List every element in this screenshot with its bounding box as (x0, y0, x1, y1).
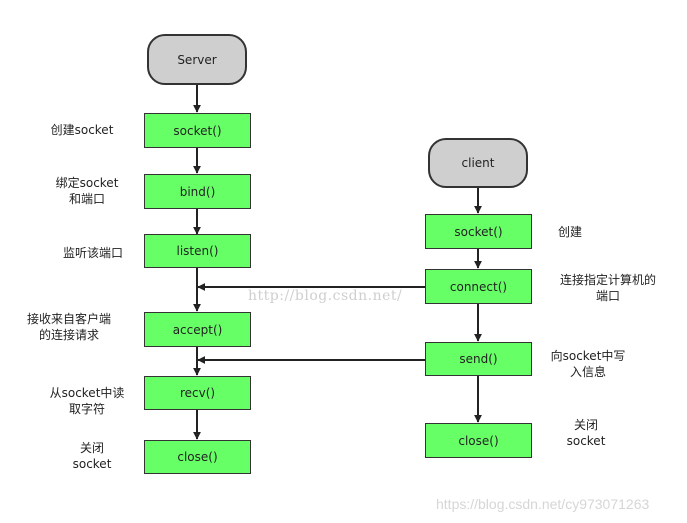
note-accept-connection: 接收来自客户端的连接请求 (26, 312, 111, 342)
server-accept-box: accept() (144, 312, 251, 347)
note-connect-port: 连接指定计算机的端口 (559, 273, 656, 303)
note-listen-port: 监听该端口 (62, 246, 123, 260)
watermark-corner: https://blog.csdn.net/cy973071263 (436, 496, 650, 512)
watermark-center: http://blog.csdn.net/ (248, 288, 403, 304)
client-connect-box: connect() (425, 269, 532, 304)
server-recv-box: recv() (144, 376, 251, 410)
client-start: client (428, 138, 528, 188)
server-close-box: close() (144, 440, 251, 474)
client-close-box: close() (425, 423, 532, 458)
note-read-from-socket: 从socket中读取字符 (49, 386, 125, 416)
note-write-to-socket: 向socket中写入信息 (550, 349, 626, 379)
server-start: Server (147, 34, 247, 85)
note-create-client: 创建 (557, 225, 582, 239)
client-socket-box: socket() (425, 214, 532, 249)
client-send-box: send() (425, 342, 532, 376)
server-bind-box: bind() (144, 174, 251, 209)
server-socket-box: socket() (144, 113, 251, 148)
server-listen-box: listen() (144, 234, 251, 268)
note-create-socket: 创建socket (50, 123, 114, 137)
